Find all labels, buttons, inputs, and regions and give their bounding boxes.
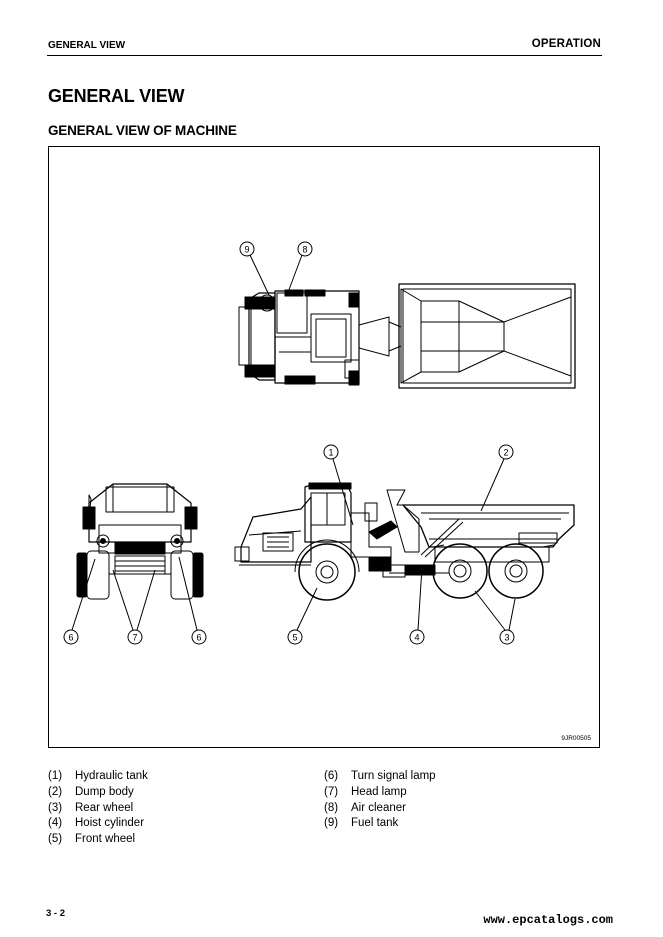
legend-label: Hydraulic tank (75, 770, 148, 782)
callout-5: 5 (292, 633, 297, 643)
machine-drawing: 9 8 1 2 6 7 6 5 4 3 (63, 241, 576, 645)
watermark: www.epcatalogs.com (483, 913, 613, 927)
legend-label: Fuel tank (351, 817, 399, 830)
callout-6-left: 6 (68, 633, 73, 643)
legend-item: (8) Air cleaner (324, 801, 436, 817)
legend-item: (7) Head lamp (324, 785, 436, 801)
legend-label: Hoist cylinder (75, 817, 145, 830)
legend-label: Turn signal lamp (351, 770, 436, 782)
legend-label: Air cleaner (351, 801, 406, 814)
legend-number: (4) (48, 817, 63, 830)
legend-number: (6) (324, 770, 339, 782)
legend-item: (2) Dump body (48, 785, 148, 801)
front-view (63, 483, 207, 645)
legend-number: (3) (48, 801, 63, 814)
callout-8: 8 (302, 245, 307, 255)
callout-1: 1 (328, 448, 333, 458)
legend-label: Front wheel (75, 833, 136, 846)
legend-number: (5) (48, 833, 63, 846)
page-title: GENERAL VIEW (48, 86, 185, 106)
legend-number: (1) (48, 770, 63, 782)
side-view (234, 444, 575, 645)
callout-4: 4 (414, 633, 419, 643)
header-chapter: OPERATION (531, 38, 601, 50)
machine-figure: 9 8 1 2 6 7 6 5 4 3 9JR00505 (48, 146, 600, 748)
legend-item: (5) Front wheel (48, 832, 148, 848)
section-subtitle: GENERAL VIEW OF MACHINE (48, 123, 237, 138)
legend-item: (4) Hoist cylinder (48, 816, 148, 832)
callout-2: 2 (503, 448, 508, 458)
callout-3: 3 (504, 633, 509, 643)
legend-number: (2) (48, 785, 63, 798)
callout-6-right: 6 (196, 633, 201, 643)
legend-item: (9) Fuel tank (324, 816, 436, 832)
legend-label: Head lamp (351, 785, 407, 798)
legend-left: (1) Hydraulic tank (2) Dump body (3) Rear w… (48, 769, 148, 848)
legend-number: (7) (324, 785, 339, 798)
legend-label: Rear wheel (75, 801, 134, 814)
legend-number: (9) (324, 817, 339, 830)
header-rule (47, 55, 602, 56)
top-view (238, 241, 576, 389)
callout-9: 9 (244, 245, 249, 255)
page-number: 3 - 2 (46, 908, 66, 919)
legend-label: Dump body (75, 785, 134, 798)
legend-item: (3) Rear wheel (48, 801, 148, 817)
header-section: GENERAL VIEW (48, 40, 126, 51)
figure-code: 9JR00505 (561, 735, 591, 742)
legend-number: (8) (324, 801, 339, 814)
legend-item: (1) Hydraulic tank (48, 769, 148, 785)
callout-7: 7 (132, 633, 137, 643)
legend-item: (6) Turn signal lamp (324, 769, 436, 785)
legend-right: (6) Turn signal lamp (7) Head lamp (8) Air … (324, 769, 436, 832)
